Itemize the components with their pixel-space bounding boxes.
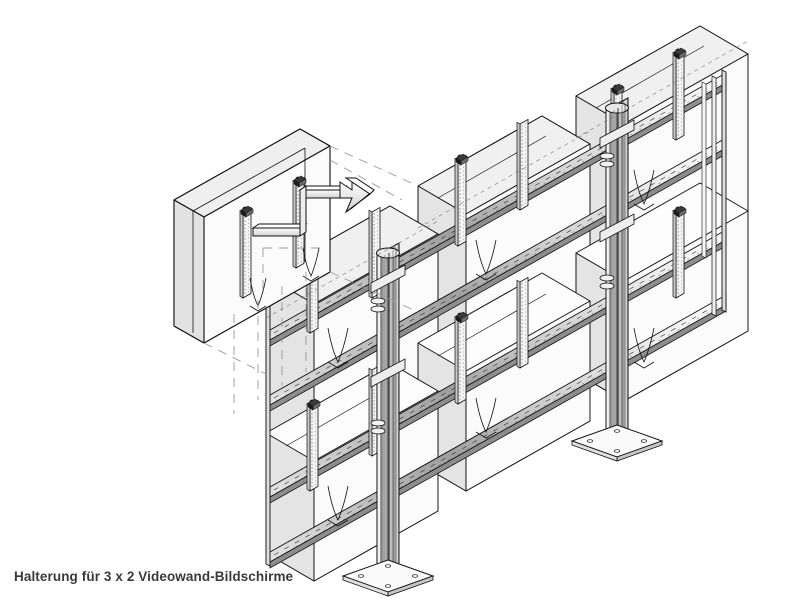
base-plate bbox=[570, 424, 664, 462]
detached-screen bbox=[173, 128, 331, 344]
vertical-post bbox=[570, 97, 664, 462]
vertical-post bbox=[341, 242, 435, 597]
base-plate bbox=[341, 559, 435, 597]
assembly-arrow bbox=[251, 177, 375, 237]
construction-line-group bbox=[203, 145, 419, 414]
page-title: Halterung für 3 x 2 Videowand-Bildschirm… bbox=[14, 569, 294, 584]
release-cord-group bbox=[327, 169, 655, 527]
hidden-edge-group bbox=[265, 40, 749, 319]
